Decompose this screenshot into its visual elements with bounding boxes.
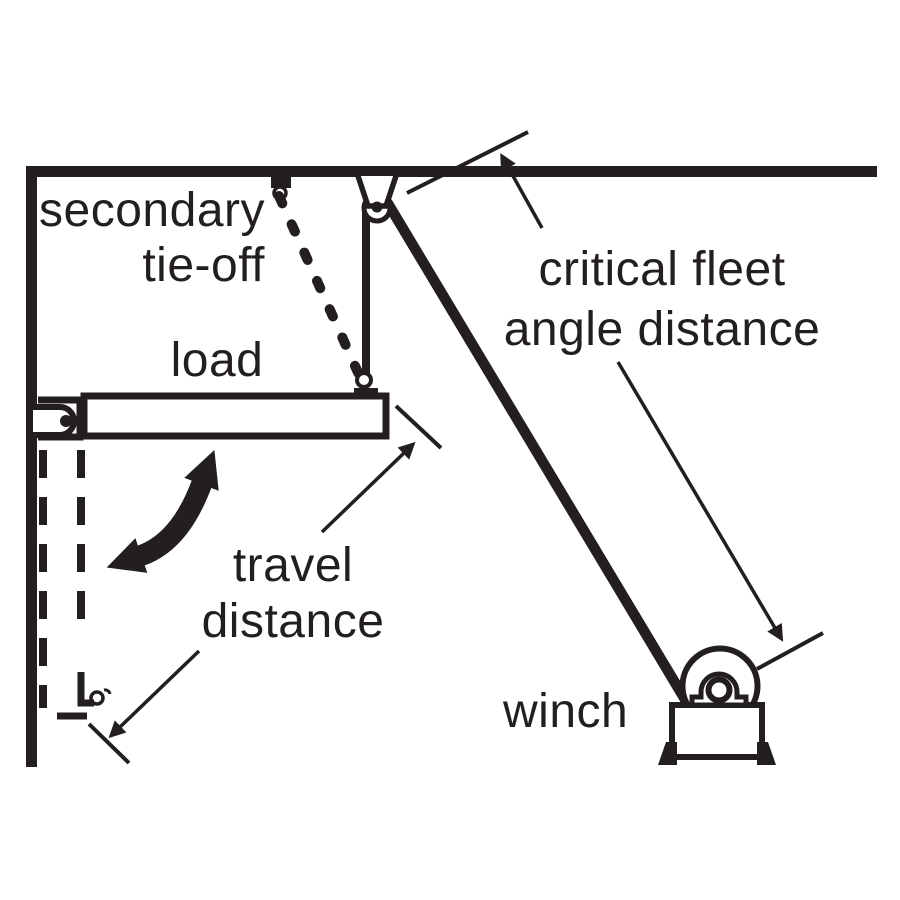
lowered-ring-dashed (89, 690, 105, 706)
travel-distance-measurement (87, 404, 443, 765)
load-attachment (354, 371, 378, 399)
pulley-block (355, 175, 399, 224)
label-secondary-tie-off-line2: tie-off (142, 239, 265, 292)
fleet-angle-measurement (406, 130, 824, 671)
winch-body (669, 702, 765, 760)
label-critical-fleet-line2: angle distance (503, 303, 821, 356)
label-secondary-tie-off: secondary tie-off (0, 183, 265, 293)
anchor-tab (271, 176, 291, 188)
label-travel-distance: travel distance (168, 538, 418, 650)
wall-hinge (33, 396, 84, 441)
pulley-axle (371, 201, 383, 213)
label-travel-distance-line1: travel (232, 539, 354, 592)
wall (26, 166, 37, 767)
travel-tick-at-beam (394, 404, 443, 450)
hinge-link (33, 404, 77, 438)
label-winch: winch (503, 685, 629, 738)
label-secondary-tie-off-line1: secondary (39, 184, 265, 237)
label-critical-fleet-line1: critical fleet (538, 243, 786, 296)
label-critical-fleet-angle-distance: critical fleet angle distance (462, 240, 862, 360)
fleet-leader-arrow-lower (616, 361, 784, 642)
winch-foot-left (658, 742, 677, 765)
hinge-pin (60, 415, 72, 427)
travel-leader-arrow-lower (108, 649, 201, 739)
winch-foot-right (757, 742, 776, 765)
travel-leader-arrow-upper (320, 441, 416, 534)
swing-arrow (106, 449, 219, 573)
travel-tick-at-floor (87, 722, 131, 765)
secondary-tie-off-line (274, 191, 365, 382)
lowered-ring-curl (103, 688, 112, 695)
fleet-leader-arrow-upper (500, 153, 544, 229)
winch-hub (705, 676, 733, 704)
winch-assembly (658, 645, 776, 765)
attachment-clevis (354, 388, 378, 399)
attachment-ring (355, 371, 373, 389)
label-travel-distance-line2: distance (201, 595, 385, 648)
load-beam (80, 392, 390, 440)
lowered-load-end-bracket (77, 672, 94, 707)
anchor-ring (272, 185, 288, 201)
wire-rope (382, 199, 691, 704)
label-load: load (170, 334, 264, 387)
secondary-tie-off-anchor (271, 176, 291, 201)
fleet-extension-line (406, 130, 529, 195)
lowered-load-dashed-outline (39, 450, 112, 720)
fleet-tick-at-winch (756, 631, 824, 671)
